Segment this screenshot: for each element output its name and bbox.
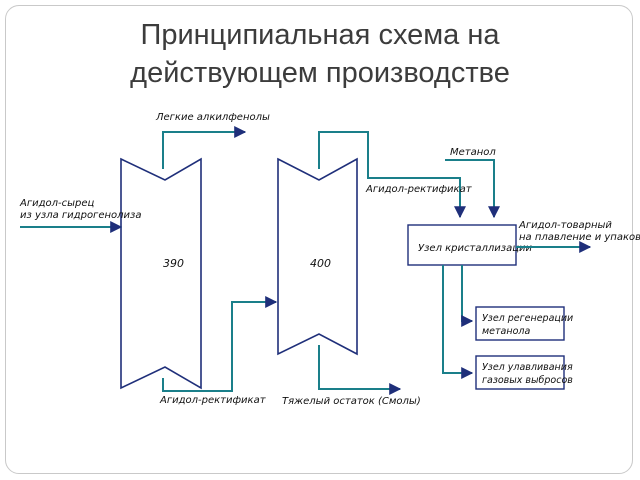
regeneration-label-line-1: Узел регенерации bbox=[482, 313, 573, 324]
gas-capture-unit-box bbox=[475, 355, 565, 390]
column-390-label: 390 bbox=[163, 257, 184, 270]
product-label-line-1: Агидол-товарный bbox=[518, 220, 612, 231]
rectificate-transfer-arrow bbox=[162, 296, 278, 392]
column-400-shape bbox=[277, 157, 358, 356]
crystallization-unit-box bbox=[407, 224, 517, 266]
methanol-label: Метанол bbox=[450, 147, 496, 158]
gas-capture-arrow bbox=[442, 265, 474, 379]
rectificate-top-label: Агидол-ректификат bbox=[365, 184, 473, 195]
feed-label-line-1: Агидол-сырец bbox=[19, 198, 95, 209]
slide-title-line-2: действующем производстве bbox=[130, 57, 510, 89]
regeneration-unit-box bbox=[475, 306, 565, 341]
crystallization-unit-label: Узел кристаллизации bbox=[418, 243, 533, 254]
product-label-line-2: на плавление и упаковку bbox=[519, 232, 640, 243]
light-alkylphenols-arrow bbox=[162, 126, 247, 169]
slide-title-line-1: Принципиальная схема на bbox=[140, 19, 500, 51]
rectificate-top-arrow bbox=[318, 131, 466, 219]
heavy-residue-arrow bbox=[318, 345, 402, 395]
column-400-label: 400 bbox=[310, 257, 331, 270]
heavy-residue-label: Тяжелый остаток (Смолы) bbox=[282, 396, 421, 407]
rectificate-bottom-label: Агидол-ректификат bbox=[159, 395, 267, 406]
slide-title: Принципиальная схема на действующем прои… bbox=[0, 16, 640, 92]
methanol-arrow bbox=[445, 159, 500, 219]
feed-label-line-2: из узла гидрогенолиза bbox=[20, 210, 141, 221]
light-alkylphenols-label: Легкие алкилфенолы bbox=[155, 112, 270, 123]
column-390-shape bbox=[120, 157, 202, 390]
regeneration-label-line-2: метанола bbox=[482, 326, 530, 337]
gas-capture-label-line-2: газовых выбросов bbox=[482, 375, 573, 386]
gas-capture-label-line-1: Узел улавливания bbox=[482, 362, 573, 373]
regeneration-arrow bbox=[461, 265, 474, 327]
